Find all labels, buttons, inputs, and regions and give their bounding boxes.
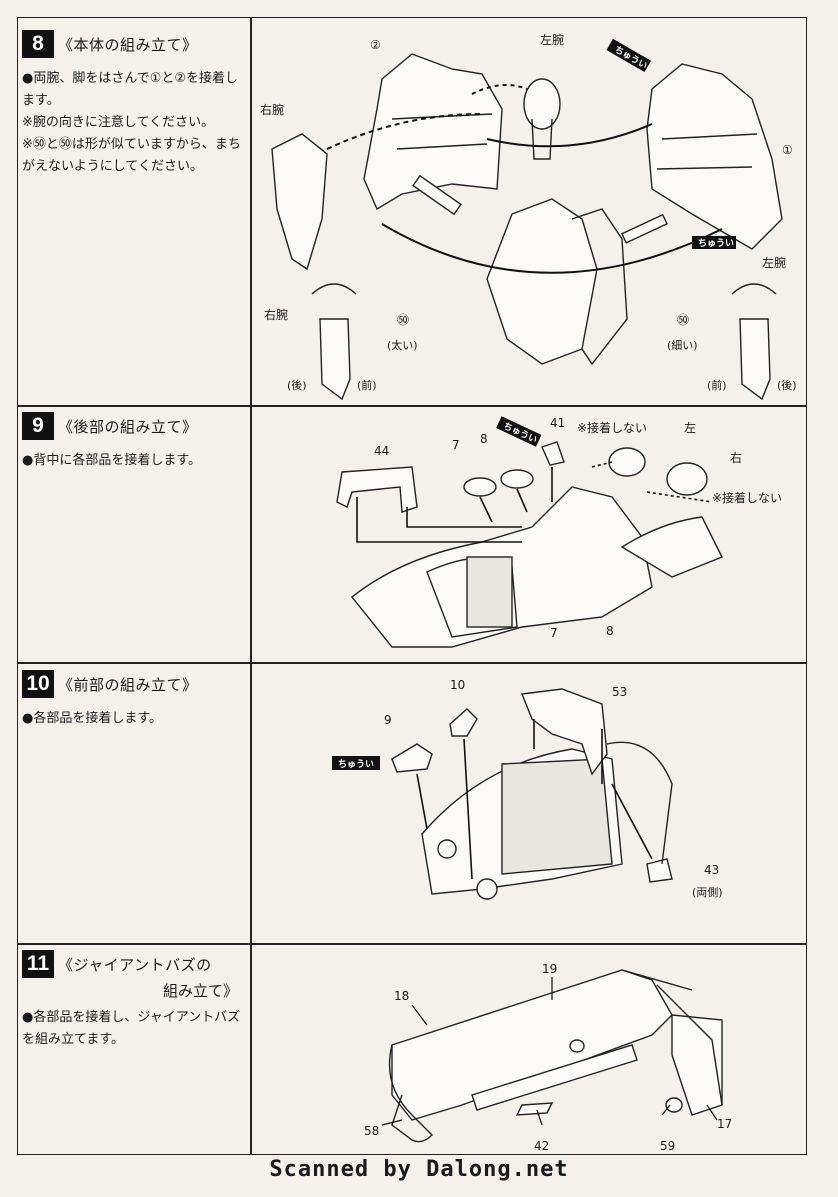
part-label: ② [370, 38, 381, 52]
side-label: 右 [730, 450, 742, 465]
instruction-line: ●各部品を接着し、ジャイアントバズを組み立てます。 [22, 1010, 241, 1047]
assembly-diagram: ちゅうい ちゅうい ② 左腕 ① 右腕 左腕 右腕 ㊿ (太い) ㊿ (細い) … [260, 32, 797, 401]
part-label: ㊿ [677, 313, 689, 327]
no-glue-note: ※接着しない [712, 490, 782, 505]
instruction-line: ※腕の向きに注意してください。 [22, 115, 215, 130]
caution-badge: ちゅうい [692, 236, 736, 249]
step-8-diagram: ちゅうい ちゅうい ② 左腕 ① 右腕 左腕 右腕 ㊿ (太い) ㊿ (細い) … [252, 19, 806, 404]
direction-label: (後) [287, 378, 307, 392]
part-label: 41 [550, 416, 565, 430]
part-label: 44 [374, 444, 389, 458]
step-10-instructions: 10 《前部の組み立て》 ●各部品を接着します。 [22, 670, 244, 730]
step-number: 11 [22, 950, 54, 978]
direction-label: (前) [707, 378, 727, 392]
part-label: 18 [394, 989, 409, 1003]
caution-badge: ちゅうい [496, 416, 542, 447]
scan-credit: Scanned by Dalong.net [269, 1157, 569, 1182]
part-label: 7 [452, 438, 460, 452]
side-label: 左 [684, 420, 696, 435]
part-label: 10 [450, 678, 465, 692]
part-label: ① [782, 143, 793, 157]
arm-label: 右腕 [260, 102, 284, 117]
step-9-diagram: ちゅうい 44 7 8 41 ※接着しない 左 右 ※接着しない 7 8 [252, 407, 806, 661]
arm-label: 右腕 [264, 307, 288, 322]
part-label: 59 [660, 1139, 675, 1153]
part-note: (太い) [387, 339, 418, 352]
step-number: 10 [22, 670, 54, 698]
caution-badge: ちゅうい [606, 38, 652, 73]
part-note: (細い) [667, 339, 698, 352]
instruction-line: ※㊿と㊿は形が似ていますから、まちがえないようにしてください。 [22, 137, 241, 174]
direction-label: (後) [777, 378, 797, 392]
step-11-diagram: 19 18 17 58 42 59 [252, 945, 806, 1154]
direction-label: (前) [357, 378, 377, 392]
part-label: 58 [364, 1124, 379, 1138]
step-11-instructions: 11 《ジャイアントバズの 組み立て》 ●各部品を接着し、ジャイアントバズを組み… [22, 950, 244, 1051]
caution-badge: ちゅうい [332, 756, 380, 770]
arm-label: 左腕 [540, 32, 564, 47]
section-divider [17, 662, 807, 664]
part-label: 9 [384, 713, 392, 727]
part-label: 8 [606, 624, 614, 638]
part-label: 19 [542, 962, 557, 976]
section-divider [17, 943, 807, 945]
part-label: 42 [534, 1139, 549, 1153]
svg-text:ちゅうい: ちゅうい [698, 238, 734, 249]
part-label: 8 [480, 432, 488, 446]
step-title: 《本体の組み立て》 [58, 35, 198, 54]
svg-text:ちゅうい: ちゅうい [338, 759, 374, 770]
step-9-instructions: 9 《後部の組み立て》 ●背中に各部品を接着します。 [22, 412, 244, 472]
step-title-continued: 組み立て》 [162, 982, 238, 1000]
step-title: 《後部の組み立て》 [58, 417, 198, 436]
section-divider [17, 405, 807, 407]
column-divider [250, 17, 252, 1155]
instruction-line: ●両腕、脚をはさんで①と②を接着します。 [22, 71, 239, 108]
no-glue-note: ※接着しない [577, 420, 647, 435]
step-title: 《前部の組み立て》 [58, 675, 198, 694]
arm-label: 左腕 [762, 255, 786, 270]
part-label: 17 [717, 1117, 732, 1131]
step-10-diagram: ちゅうい 9 10 53 43 (両側) [252, 664, 806, 942]
instruction-line: ●背中に各部品を接着します。 [22, 453, 202, 468]
part-label: 53 [612, 685, 627, 699]
part-label: 7 [550, 626, 558, 640]
page-frame [17, 17, 807, 1155]
assembly-diagram: 19 18 17 58 42 59 [364, 962, 732, 1153]
instruction-line: ●各部品を接着します。 [22, 711, 163, 726]
part-label: 43 [704, 863, 719, 877]
step-8-instructions: 8 《本体の組み立て》 ●両腕、脚をはさんで①と②を接着します。 ※腕の向きに注… [22, 30, 244, 178]
part-note: (両側) [692, 886, 723, 899]
assembly-diagram: ちゅうい 9 10 53 43 (両側) [332, 678, 723, 900]
step-number: 9 [22, 412, 54, 440]
step-number: 8 [22, 30, 54, 58]
assembly-diagram: ちゅうい 44 7 8 41 ※接着しない 左 右 ※接着しない 7 8 [336, 416, 782, 648]
part-label: ㊿ [397, 313, 409, 327]
step-title: 《ジャイアントバズの [58, 955, 212, 974]
